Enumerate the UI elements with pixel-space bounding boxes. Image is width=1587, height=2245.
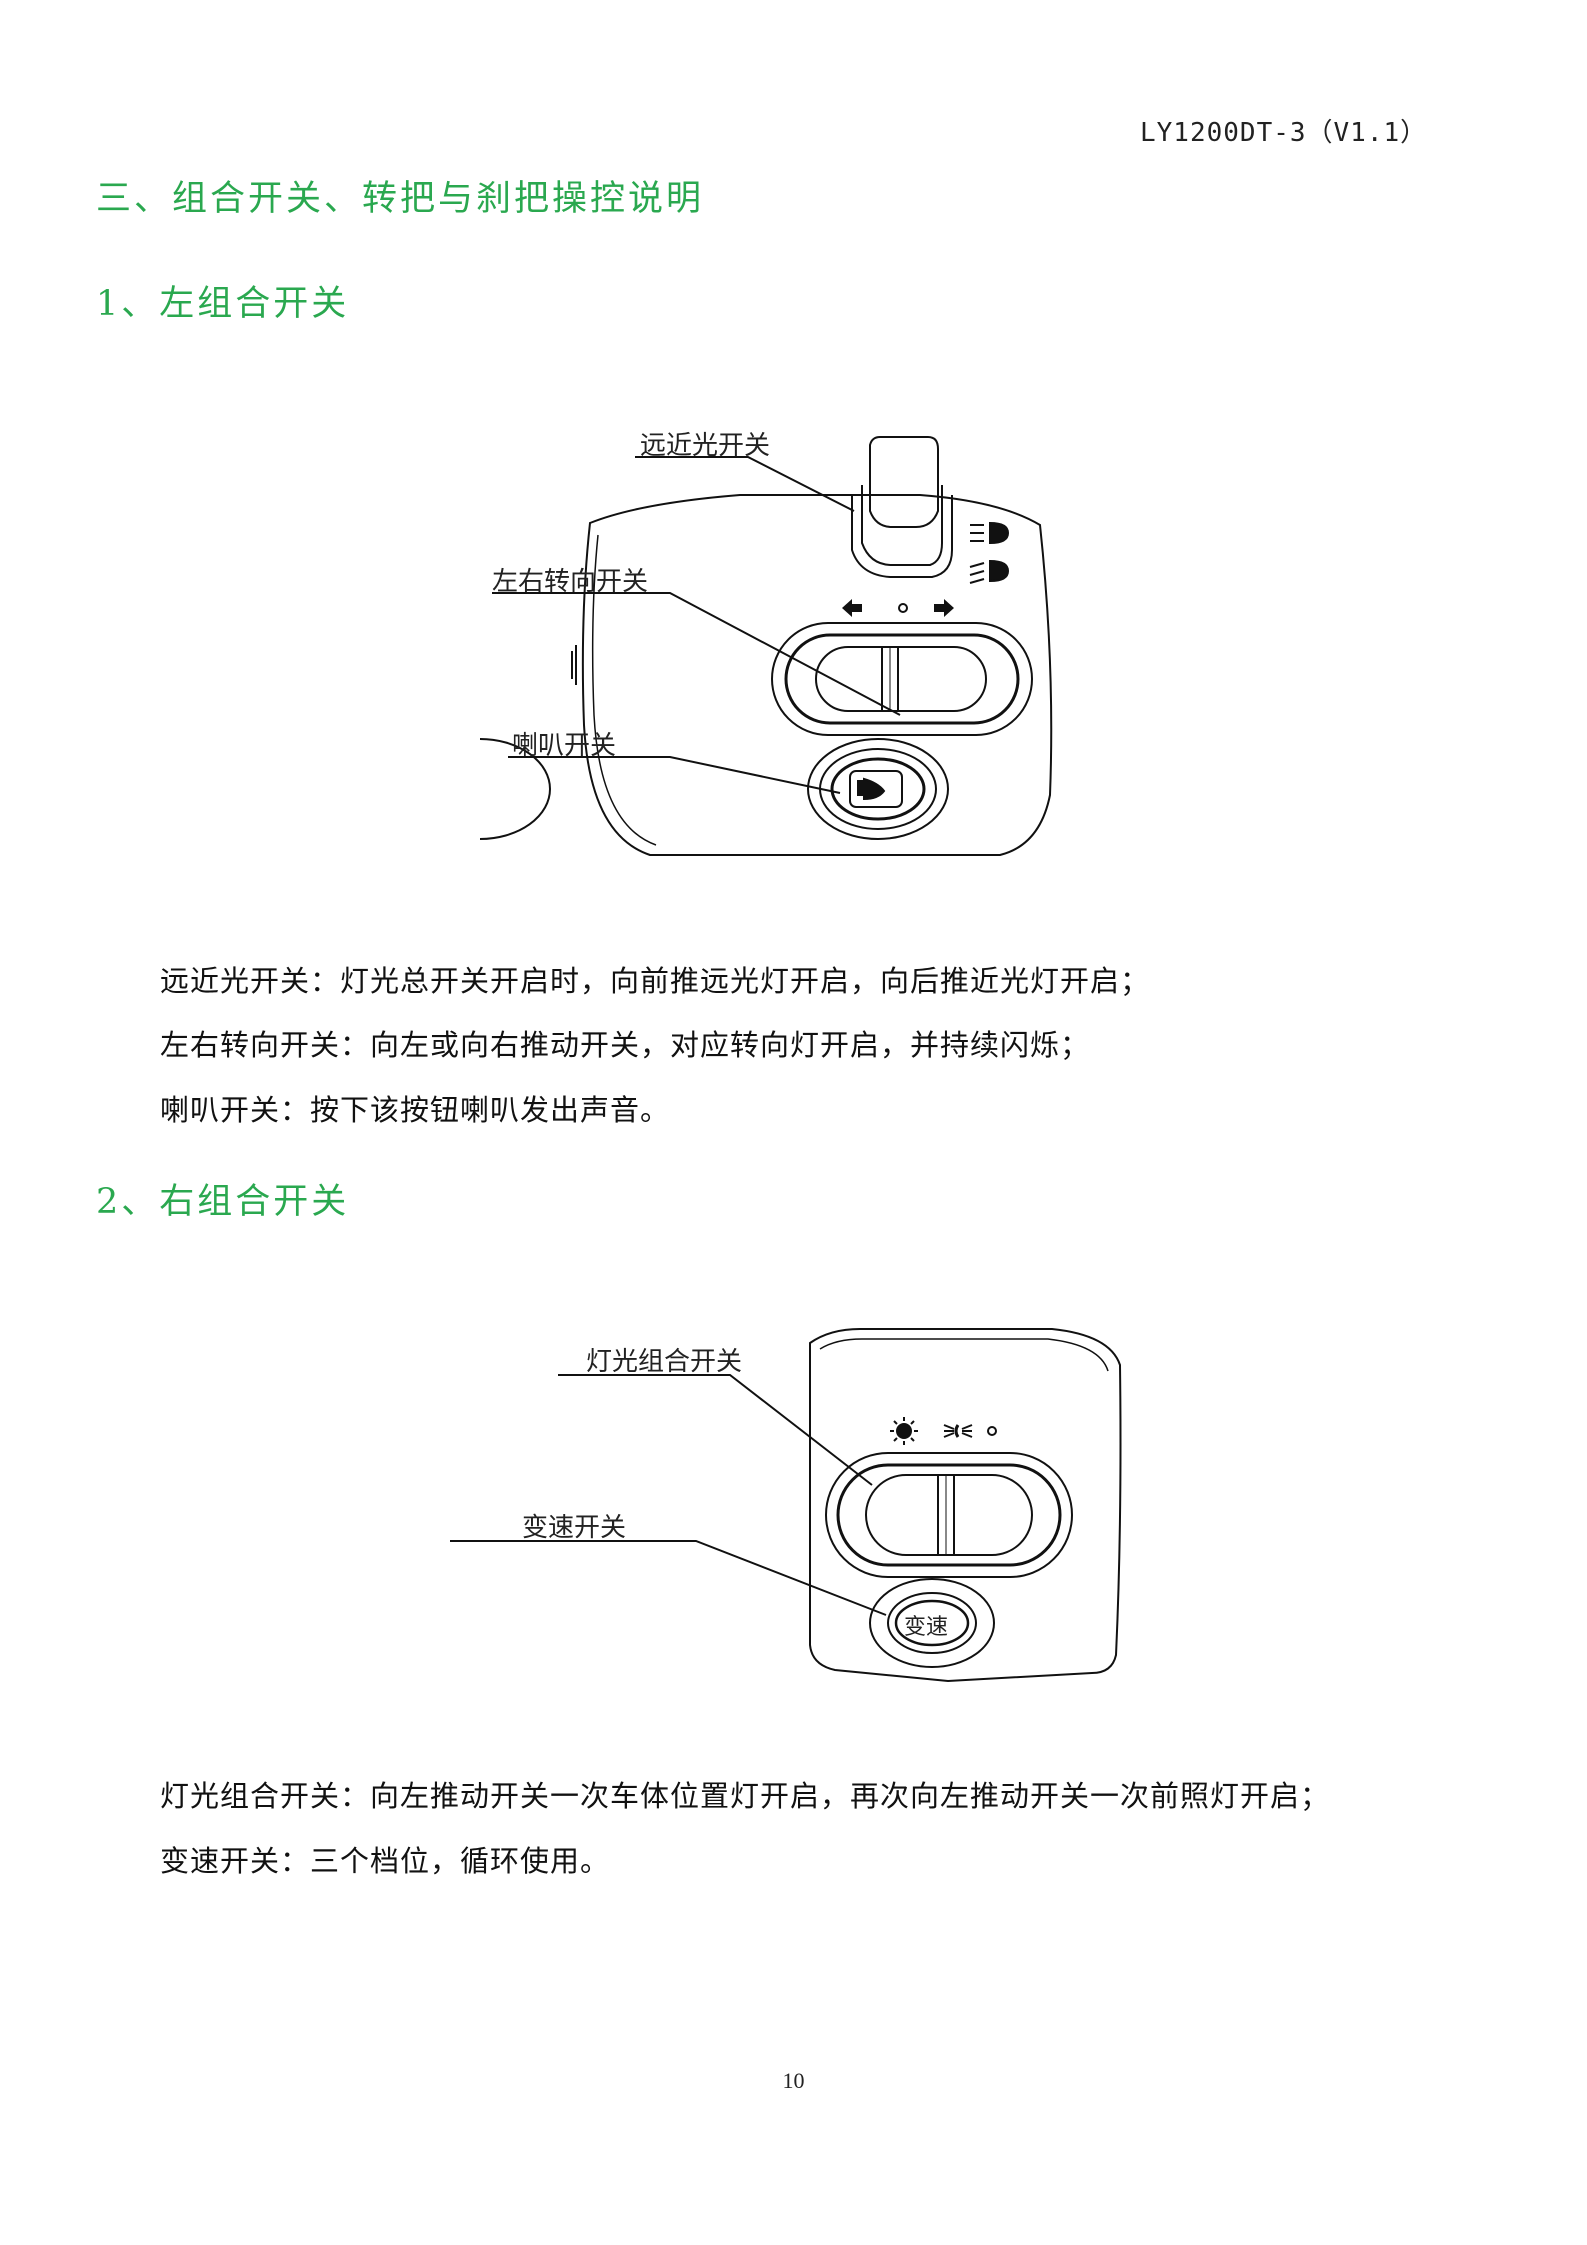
label-beam-switch: 远近光开关 — [640, 431, 771, 461]
left-switch-drawing — [409, 436, 1053, 856]
low-beam-icon — [969, 559, 1010, 584]
right-desc-speed: 变速开关：三个档位，循环使用。 — [160, 1844, 611, 1878]
label-light-switch: 灯光组合开关 — [586, 1347, 743, 1377]
left-desc-horn: 喇叭开关：按下该按钮喇叭发出声音。 — [160, 1093, 671, 1127]
left-desc-beam: 远近光开关：灯光总开关开启时，向前推远光灯开启，向后推近光灯开启； — [160, 964, 1151, 998]
right-switch-figure: 灯光组合开关 变速开关 变速 — [440, 1325, 1140, 1705]
turn-center-dot — [898, 603, 908, 613]
beam-toggle-base — [851, 495, 953, 578]
beam-leader-line — [635, 456, 855, 512]
label-speed-switch: 变速开关 — [522, 1513, 627, 1543]
speed-button-text: 变速 — [904, 1615, 949, 1640]
left-switch-figure: 远近光开关 左右转向开关 喇叭开关 — [409, 415, 1080, 875]
high-beam-icon — [970, 521, 1010, 545]
page-number: 10 — [782, 2068, 805, 2093]
housing-inner-edge — [591, 534, 657, 846]
right-switch-drawing — [450, 1328, 1122, 1683]
right-desc-light: 灯光组合开关：向左推动开关一次车体位置灯开启，再次向左推动开关一次前照灯开启； — [160, 1779, 1331, 1813]
light-leader-line — [558, 1374, 873, 1486]
left-switch-heading: 1、左组合开关 — [96, 284, 350, 324]
label-turn-switch: 左右转向开关 — [492, 567, 649, 597]
speed-button-outer — [869, 1578, 995, 1668]
right-arrow-icon — [934, 599, 954, 617]
beam-toggle-body — [861, 485, 943, 566]
headlight-icon — [943, 1424, 973, 1438]
label-horn-switch: 喇叭开关 — [512, 731, 617, 761]
left-switch-housing — [581, 494, 1053, 856]
right-switch-heading: 2、右组合开关 — [96, 1182, 350, 1222]
position-light-icon — [890, 1417, 918, 1445]
horn-leader-line — [508, 756, 841, 794]
right-switch-housing — [809, 1328, 1122, 1683]
turn-switch-outer — [771, 622, 1033, 736]
left-arrow-icon — [842, 599, 862, 617]
speed-leader-line — [450, 1540, 887, 1616]
turn-leader-line — [492, 592, 901, 716]
light-switch-outer — [825, 1452, 1073, 1578]
left-desc-turn: 左右转向开关：向左或向右推动开关，对应转向灯开启，并持续闪烁； — [160, 1028, 1091, 1062]
document-code: LY1200DT-3（V1.1） — [1140, 118, 1428, 148]
beam-toggle-cap — [869, 436, 939, 528]
horn-icon — [849, 770, 903, 808]
light-off-dot — [987, 1426, 997, 1436]
section-title: 三、组合开关、转把与刹把操控说明 — [96, 179, 705, 219]
